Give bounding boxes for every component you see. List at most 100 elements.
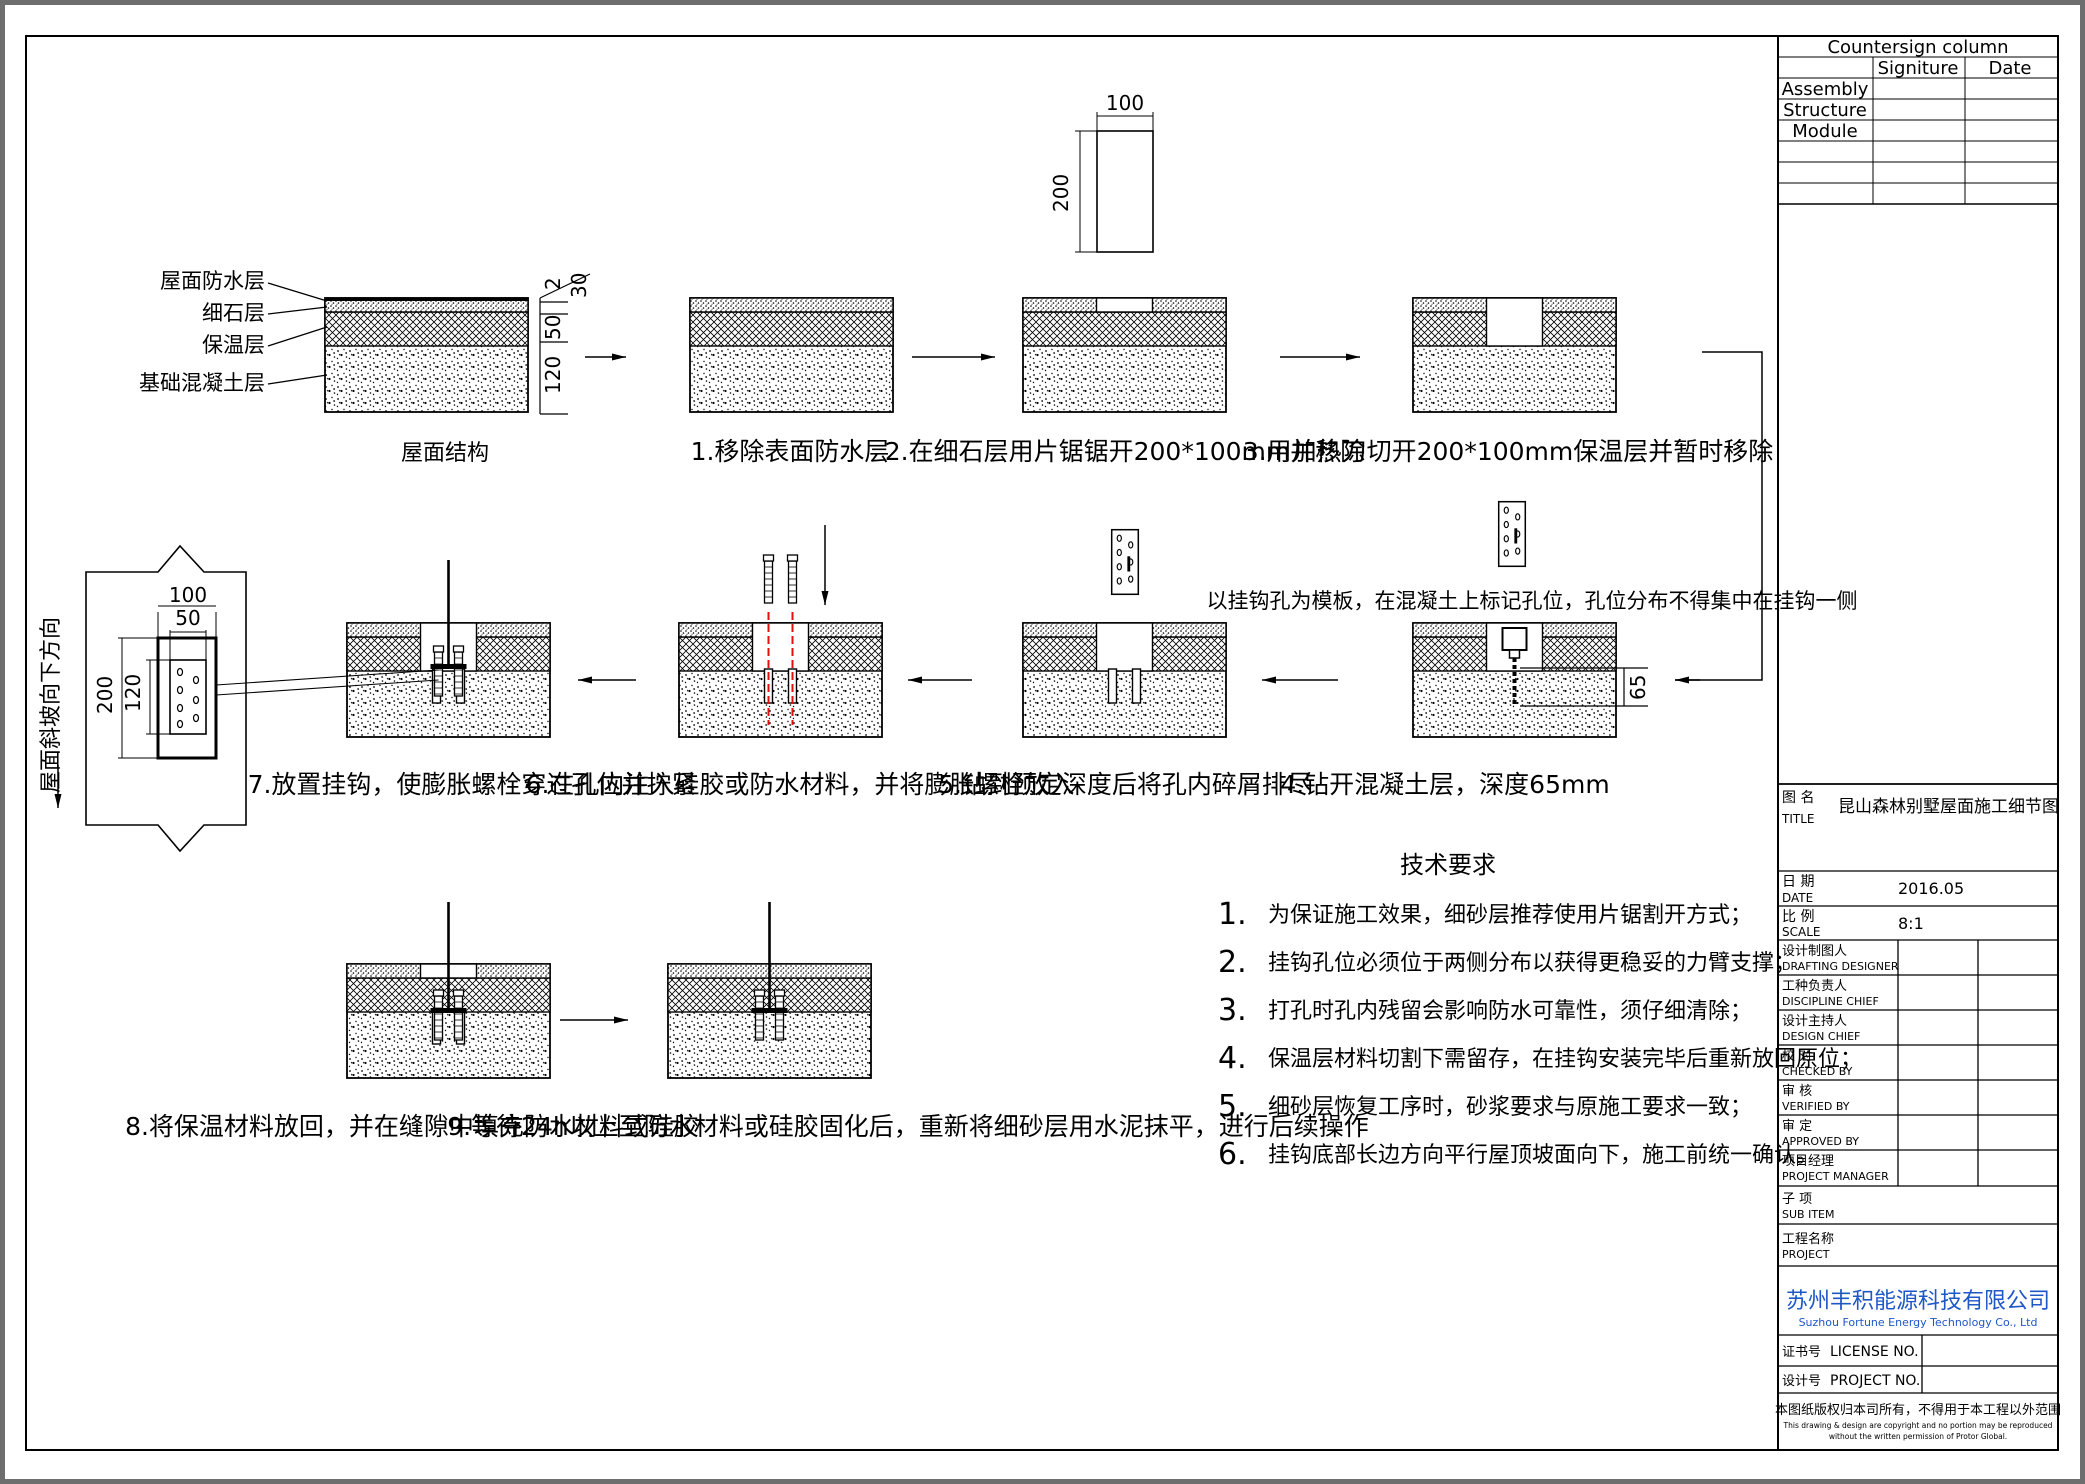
dim-template-height: 200 xyxy=(1049,174,1073,212)
plate-hole-7 xyxy=(1515,547,1521,555)
tb-module: Module xyxy=(1792,121,1857,142)
plate-hole-3 xyxy=(1503,535,1509,543)
caption-step3: 3.用加热刀切开200*100mm保温层并暂时移除 xyxy=(1243,437,1774,466)
section-step5 xyxy=(1022,622,1227,738)
bolt-nut xyxy=(773,989,786,997)
layer-leaders xyxy=(267,282,328,385)
tech-item-1-num: 1. xyxy=(1218,897,1247,932)
cut-opening xyxy=(751,622,810,672)
bolt-nut xyxy=(432,645,445,653)
dim-50: 50 xyxy=(541,315,565,340)
tech-item-1: 为保证施工效果，细砂层推荐使用片锯割开方式； xyxy=(1268,903,1752,928)
bolt-nut xyxy=(753,989,766,997)
tb-approved-en: APPROVED BY xyxy=(1782,1135,1859,1148)
arrow-r2-2-head xyxy=(908,676,922,684)
section-step3 xyxy=(1412,297,1617,413)
bolt-nut xyxy=(762,554,775,562)
step-captions: 屋面结构 1.移除表面防水层 2.在细石层用片锯锯开200*100mm并移除 3… xyxy=(39,437,1858,1141)
tb-discipline-en: DISCIPLINE CHIEF xyxy=(1782,995,1879,1008)
tb-proj-cn: 工程名称 xyxy=(1782,1231,1834,1247)
tb-date-col: Date xyxy=(1988,58,2031,79)
cut-opening xyxy=(1095,622,1154,672)
bolt-step9-right xyxy=(773,989,786,1041)
label-concrete-layer: 基础混凝土层 xyxy=(139,371,265,395)
plate-hole-5 xyxy=(1128,541,1134,549)
tb-countersign: Countersign column xyxy=(1827,37,2008,58)
arrow-r2-1-head xyxy=(1262,676,1276,684)
tb-scale-en: SCALE xyxy=(1782,925,1820,939)
tech-item-4: 保温层材料切割下需留存，在挂钩安装完毕后重新放回原位； xyxy=(1268,1047,1862,1072)
hook-detail-hole-4 xyxy=(176,719,184,729)
tech-title: 技术要求 xyxy=(1400,851,1496,879)
caption-step4: 4.钻开混凝土层，深度65mm xyxy=(1280,770,1609,799)
section-step6 xyxy=(678,622,883,738)
arrow-insert-step6-head xyxy=(821,591,829,605)
tb-sub-cn: 子 项 xyxy=(1782,1192,1812,1207)
tb-discipline-cn: 工种负责人 xyxy=(1782,979,1847,994)
tb-assembly: Assembly xyxy=(1782,79,1869,100)
bolt-body xyxy=(433,995,444,1041)
arrow-r2-3-head xyxy=(578,676,592,684)
arrow-r1-3-head xyxy=(1346,353,1360,361)
hook-detail-hole-7 xyxy=(192,713,200,723)
plate-hole-3 xyxy=(1116,563,1122,571)
cut-opening xyxy=(1485,297,1544,347)
caption-step6: 6.在孔内注入硅胶或防水材料，并将膨胀螺栓放入 xyxy=(526,770,1075,799)
tb-copyright-cn: 本图纸版权归本司所有，不得用于本工程以外范围 xyxy=(1775,1402,2061,1418)
tech-item-2-num: 2. xyxy=(1218,945,1247,980)
bolt-hole-1 xyxy=(1107,668,1118,704)
section-step2 xyxy=(1022,297,1227,413)
roof-dimensions xyxy=(539,273,591,415)
tb-company-cn: 苏州丰积能源科技有限公司 xyxy=(1786,1289,2050,1314)
paper xyxy=(5,5,2080,1479)
arrow-step4-in-head xyxy=(1675,676,1689,684)
dim-hook-200: 200 xyxy=(93,676,117,714)
tb-signature: Signiture xyxy=(1878,58,1959,79)
tb-pm-cn: 项目经理 xyxy=(1782,1154,1834,1169)
dim-65: 65 xyxy=(1626,675,1650,700)
tb-projno-en: PROJECT NO. xyxy=(1830,1373,1920,1389)
tb-drafting-cn: 设计制图人 xyxy=(1782,944,1847,959)
bolt-step9-left xyxy=(753,989,766,1041)
dim-120: 120 xyxy=(541,356,565,394)
tb-license-en: LICENSE NO. xyxy=(1830,1344,1919,1360)
plate-hole-5 xyxy=(1515,513,1521,521)
tb-verified-en: VERIFIED BY xyxy=(1782,1100,1850,1113)
plate-hole-7 xyxy=(1128,575,1134,583)
tb-title-value: 昆山森林别墅屋面施工细节图 xyxy=(1838,797,2059,817)
connector-step3-step4 xyxy=(1675,351,1763,681)
section-step1 xyxy=(689,297,894,413)
bolt-body xyxy=(774,995,785,1041)
caption-step8: 8.将保温材料放回，并在缝隙中填充防水材料或硅胶 xyxy=(125,1112,699,1141)
insulation-layer xyxy=(324,311,529,347)
bolt-step6-left xyxy=(762,554,775,604)
tb-scale-value: 8:1 xyxy=(1898,914,1924,933)
tb-pm-en: PROJECT MANAGER xyxy=(1782,1170,1889,1183)
plate-hole-1 xyxy=(1503,506,1509,514)
tb-sub-en: SUB ITEM xyxy=(1782,1208,1834,1221)
caption-step9: 9.等待24h以上至防水材料或硅胶固化后，重新将细砂层用水泥抹平，进行后续操作 xyxy=(447,1112,1369,1141)
tech-item-4-num: 4. xyxy=(1218,1041,1247,1076)
dim-2: 2 xyxy=(541,277,565,290)
technical-requirements: 技术要求 1. 为保证施工效果，细砂层推荐使用片锯割开方式； 2. 挂钩孔位必须… xyxy=(1218,851,1862,1172)
bolt-step8-left xyxy=(432,989,445,1041)
fine-stone-layer xyxy=(689,297,894,313)
tb-design-en: DESIGN CHIEF xyxy=(1782,1030,1860,1043)
dim-hook-50: 50 xyxy=(175,606,200,630)
hook-detail-leader-2 xyxy=(215,679,439,696)
caption-step7: 7.放置挂钩，使膨胀螺栓穿过孔位并拧紧 xyxy=(248,770,697,799)
bolt-body xyxy=(453,651,464,697)
bolt-hole-2 xyxy=(1131,668,1142,704)
cut-template-detail: 100 200 xyxy=(1049,91,1154,253)
plate-hole-4 xyxy=(1116,577,1122,585)
hook-detail-hole-5 xyxy=(192,675,200,685)
hook-base-step8 xyxy=(430,1008,467,1013)
caption-slope-direction: 屋面斜坡向下方向 xyxy=(39,617,64,793)
plate-hole-4 xyxy=(1503,549,1509,557)
plate-hole-2 xyxy=(1116,548,1122,557)
layer-labels: 屋面防水层 细石层 保温层 基础混凝土层 xyxy=(139,269,265,395)
bolt-nut xyxy=(452,989,465,997)
dim-hook-120: 120 xyxy=(121,674,145,712)
tb-checked-cn: 校 对 xyxy=(1782,1048,1812,1064)
